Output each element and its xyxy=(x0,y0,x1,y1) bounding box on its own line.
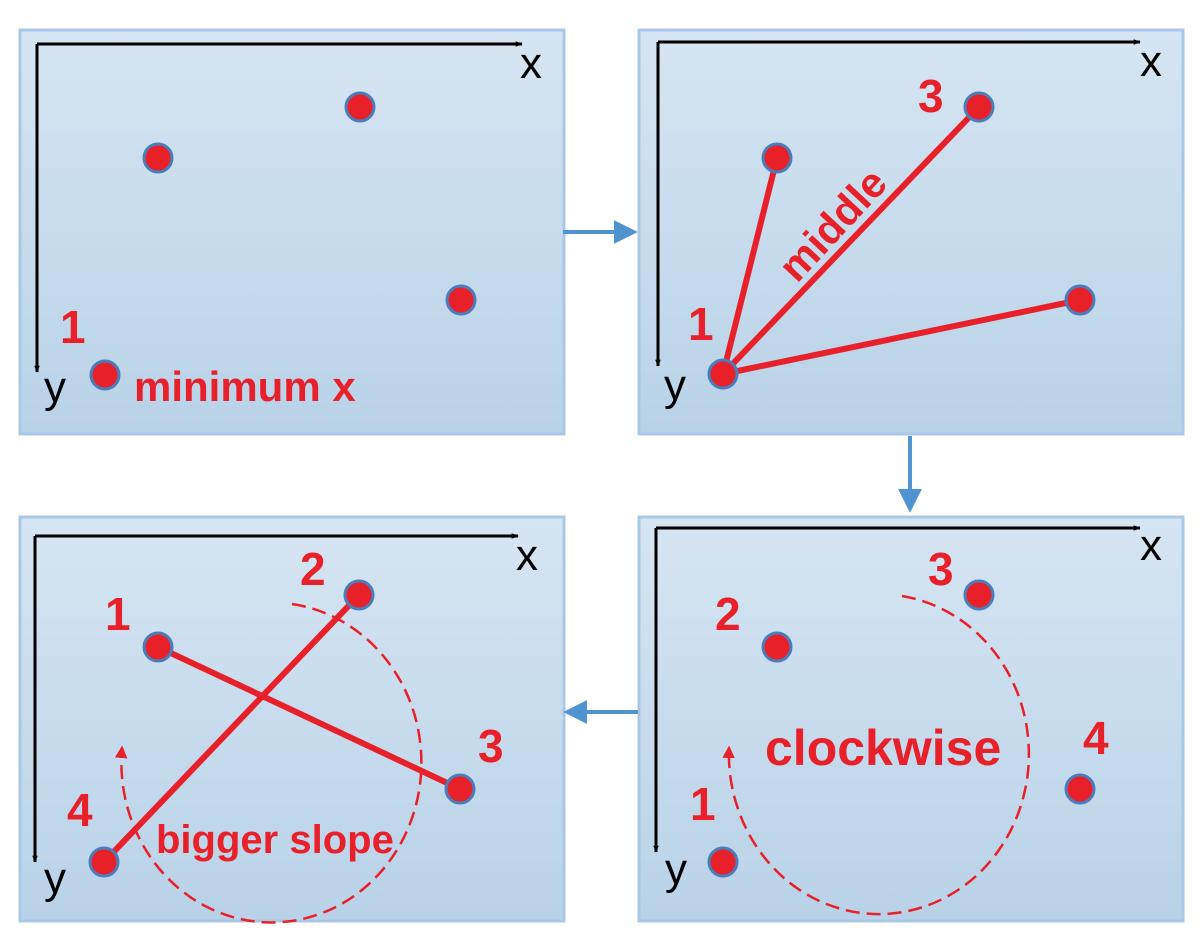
point-4 xyxy=(88,846,120,878)
panel-3-clockwise: x y 1 2 3 4 clockwise xyxy=(637,515,1185,923)
point-2 xyxy=(761,631,793,663)
point-number-4: 4 xyxy=(1083,712,1109,764)
clockwise-dashed-arc xyxy=(722,594,1031,916)
panel-2-middle: x y 1 3 middle xyxy=(637,28,1185,436)
point-3 xyxy=(963,91,995,123)
point-number-4: 4 xyxy=(67,784,93,836)
point-number-1: 1 xyxy=(688,298,714,350)
point-1 xyxy=(707,846,739,878)
point-number-2: 2 xyxy=(715,588,741,640)
segment-1-to-3 xyxy=(156,644,462,792)
segment-1-to-3 xyxy=(720,104,982,377)
point-3 xyxy=(963,579,995,611)
x-axis-label: x xyxy=(1140,521,1162,570)
point xyxy=(1064,284,1096,316)
caption-clockwise: clockwise xyxy=(765,720,1001,776)
point-1 xyxy=(707,358,739,390)
segment-4-to-2 xyxy=(101,592,362,865)
point xyxy=(445,284,477,316)
x-axis-label: x xyxy=(516,531,538,580)
clockwise-dashed-arc xyxy=(114,602,423,924)
y-axis-label: y xyxy=(44,363,66,412)
point-number-1: 1 xyxy=(60,301,86,353)
y-axis-label: y xyxy=(664,361,686,410)
point xyxy=(344,91,376,123)
point-number-1: 1 xyxy=(105,588,131,640)
point-number-2: 2 xyxy=(300,543,326,595)
point-minimum-x xyxy=(89,359,121,391)
point-3 xyxy=(444,773,476,805)
point-number-3: 3 xyxy=(928,543,954,595)
caption-minimum-x: minimum x xyxy=(134,363,356,410)
x-axis-label: x xyxy=(520,39,542,88)
point-1 xyxy=(142,631,174,663)
point-number-1: 1 xyxy=(690,778,716,830)
segment-1-to-top-left xyxy=(720,157,780,375)
point xyxy=(142,142,174,174)
point-number-3: 3 xyxy=(918,70,944,122)
y-axis-label: y xyxy=(665,845,687,894)
x-axis-label: x xyxy=(1140,37,1162,86)
y-axis-label: y xyxy=(44,854,66,903)
panel-1-minimum-x: x y 1 minimum x xyxy=(18,28,566,436)
point-2 xyxy=(343,579,375,611)
segment-1-to-right xyxy=(722,297,1081,377)
point-4 xyxy=(1064,773,1096,805)
point xyxy=(761,142,793,174)
point-number-3: 3 xyxy=(478,720,504,772)
panel-4-bigger-slope: x y 1 2 3 4 bigger slope xyxy=(18,515,566,924)
caption-bigger-slope: bigger slope xyxy=(156,818,394,862)
